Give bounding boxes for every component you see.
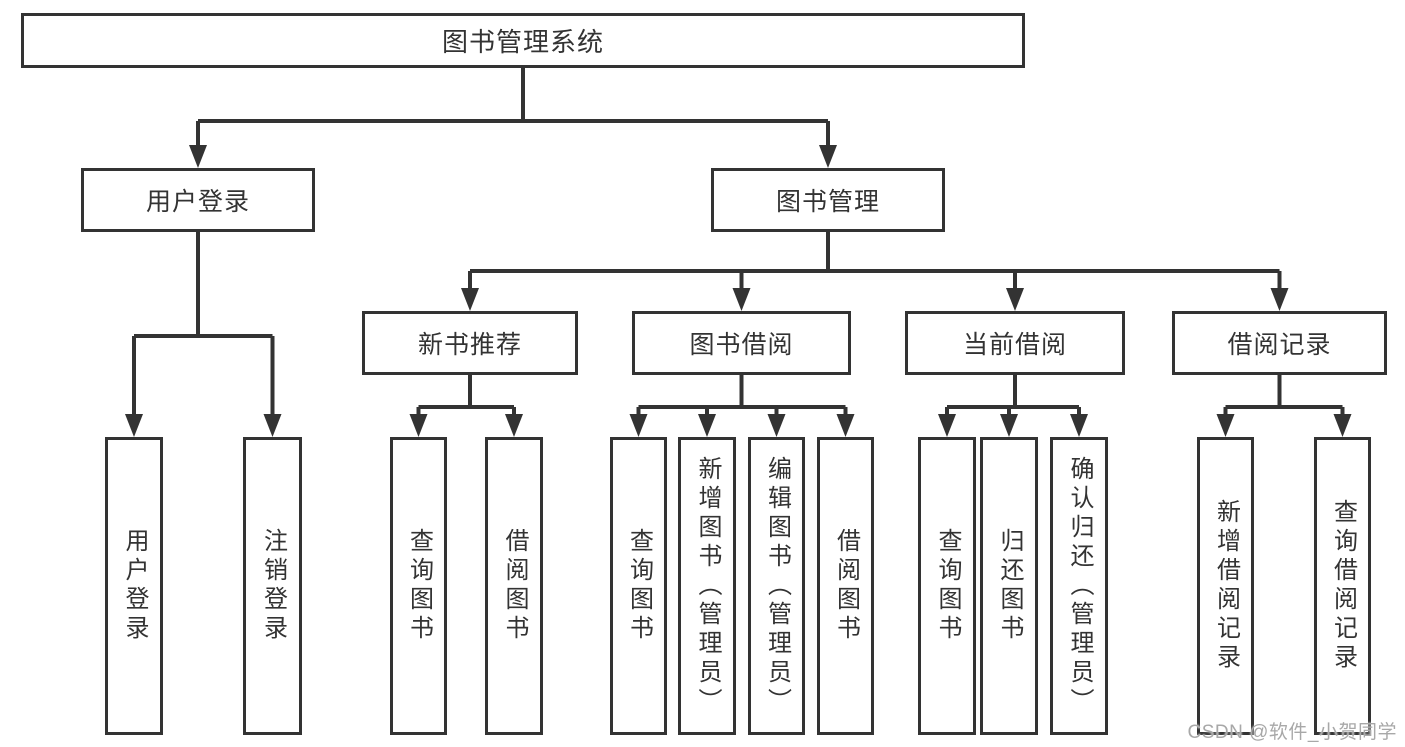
node-label: 查询借阅记录 bbox=[1329, 499, 1357, 673]
node-book-management: 图书管理 bbox=[711, 168, 945, 232]
node-borrowing-records: 借阅记录 bbox=[1172, 311, 1387, 375]
node-label: 新增图书（管理员） bbox=[694, 455, 721, 717]
node-label: 查询图书 bbox=[934, 528, 961, 644]
node-label: 归还图书 bbox=[996, 528, 1023, 644]
node-book-borrowing: 图书借阅 bbox=[632, 311, 851, 375]
leaf-borrow-books-recommend: 借阅图书 bbox=[485, 437, 543, 735]
leaf-query-books-current: 查询图书 bbox=[918, 437, 976, 735]
node-user-login: 用户登录 bbox=[81, 168, 315, 232]
node-label: 当前借阅 bbox=[962, 331, 1067, 359]
node-library-management-system: 图书管理系统 bbox=[21, 13, 1025, 68]
node-label: 查询图书 bbox=[625, 528, 653, 644]
node-new-book-recommend: 新书推荐 bbox=[362, 311, 578, 375]
node-label: 用户登录 bbox=[145, 188, 250, 216]
leaf-borrow-books: 借阅图书 bbox=[817, 437, 874, 735]
leaf-query-borrow-record: 查询借阅记录 bbox=[1314, 437, 1371, 735]
node-label: 新书推荐 bbox=[417, 331, 522, 359]
csdn-watermark: CSDN @软件_小贺同学 bbox=[1187, 722, 1397, 743]
node-current-borrowing: 当前借阅 bbox=[905, 311, 1125, 375]
leaf-user-login: 用户登录 bbox=[105, 437, 163, 735]
node-label: 借阅图书 bbox=[832, 528, 860, 644]
leaf-logout: 注销登录 bbox=[243, 437, 302, 735]
node-label: 注销登录 bbox=[259, 528, 287, 644]
node-label: 图书借阅 bbox=[689, 331, 794, 359]
leaf-confirm-return-admin: 确认归还（管理员） bbox=[1050, 437, 1108, 735]
node-label: 借阅记录 bbox=[1227, 331, 1332, 359]
node-label: 编辑图书（管理员） bbox=[763, 455, 791, 717]
leaf-return-books: 归还图书 bbox=[980, 437, 1038, 735]
leaf-query-books-recommend: 查询图书 bbox=[390, 437, 447, 735]
leaf-add-borrow-record: 新增借阅记录 bbox=[1197, 437, 1254, 735]
node-label: 确认归还（管理员） bbox=[1066, 455, 1093, 717]
node-label: 查询图书 bbox=[405, 528, 433, 644]
node-label: 图书管理 bbox=[775, 188, 880, 216]
leaf-query-books-borrowing: 查询图书 bbox=[610, 437, 667, 735]
node-label: 借阅图书 bbox=[501, 528, 528, 644]
leaf-edit-books-admin: 编辑图书（管理员） bbox=[748, 437, 805, 735]
node-label: 新增借阅记录 bbox=[1212, 499, 1240, 673]
node-label: 用户登录 bbox=[121, 528, 148, 644]
leaf-add-books-admin: 新增图书（管理员） bbox=[678, 437, 736, 735]
node-label: 图书管理系统 bbox=[441, 27, 604, 57]
